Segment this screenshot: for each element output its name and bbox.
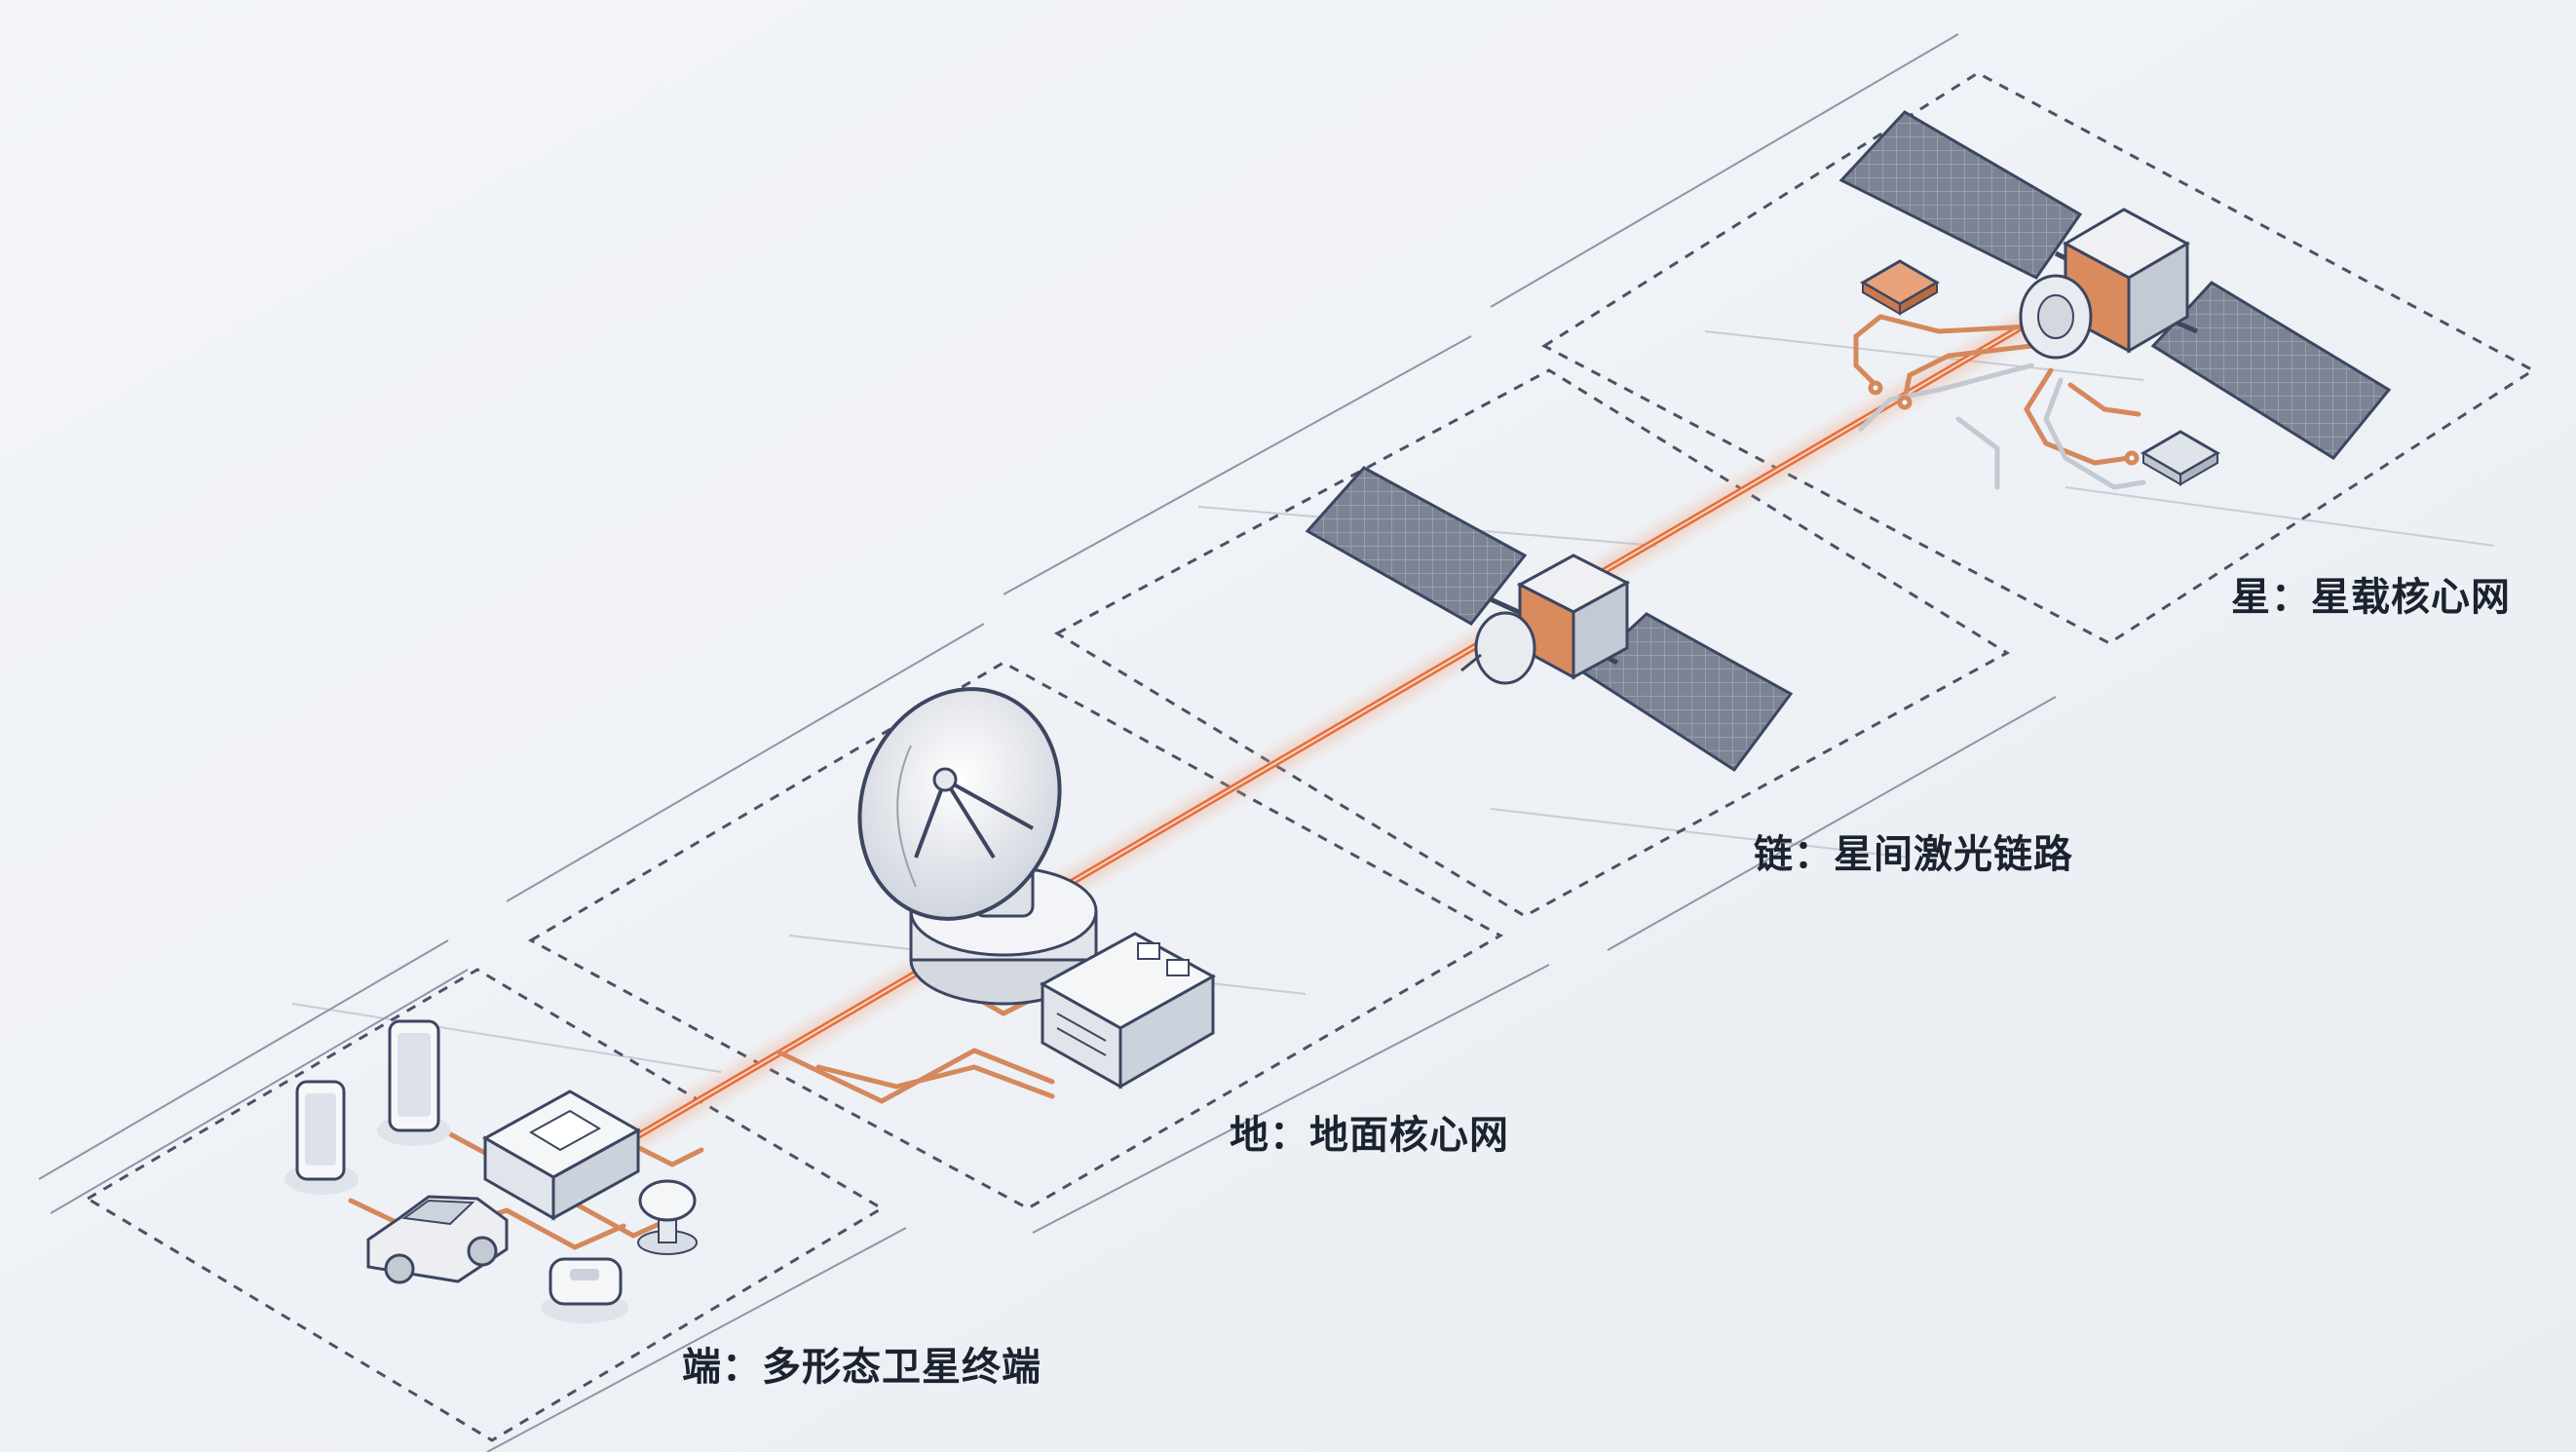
relay-satellite xyxy=(1305,466,1794,773)
terminal-router xyxy=(481,1089,642,1221)
solar-panel-left xyxy=(1305,466,1528,626)
small-dish-terminal xyxy=(637,1179,698,1255)
ground-core-server xyxy=(1039,932,1217,1089)
zone-satellite xyxy=(1540,71,2536,645)
portable-terminal xyxy=(541,1257,628,1323)
core-satellite xyxy=(1838,110,2392,460)
zone-platforms xyxy=(85,71,2536,1442)
label-link: 链：星间激光链路 xyxy=(1754,832,2073,877)
chip-1 xyxy=(1860,259,1940,316)
label-ground: 地：地面核心网 xyxy=(1230,1113,1509,1158)
terminal-devices xyxy=(284,1019,698,1323)
main-solar-panel-left xyxy=(1838,110,2083,280)
main-solar-panel-right xyxy=(2150,281,2392,460)
car-terminal xyxy=(366,1195,509,1284)
zone-link xyxy=(1053,368,2010,918)
laser-beam xyxy=(608,297,2062,1160)
zone-ground xyxy=(527,661,1504,1210)
chip-2 xyxy=(2140,430,2220,486)
zone-terminal xyxy=(85,968,885,1442)
label-satellite: 星：星载核心网 xyxy=(2231,575,2511,620)
onboard-chips xyxy=(1860,259,2220,486)
label-terminal: 端：多形态卫星终端 xyxy=(682,1345,1042,1390)
dimension-lines xyxy=(38,33,2057,1452)
satellite-wiring xyxy=(1853,314,2146,490)
